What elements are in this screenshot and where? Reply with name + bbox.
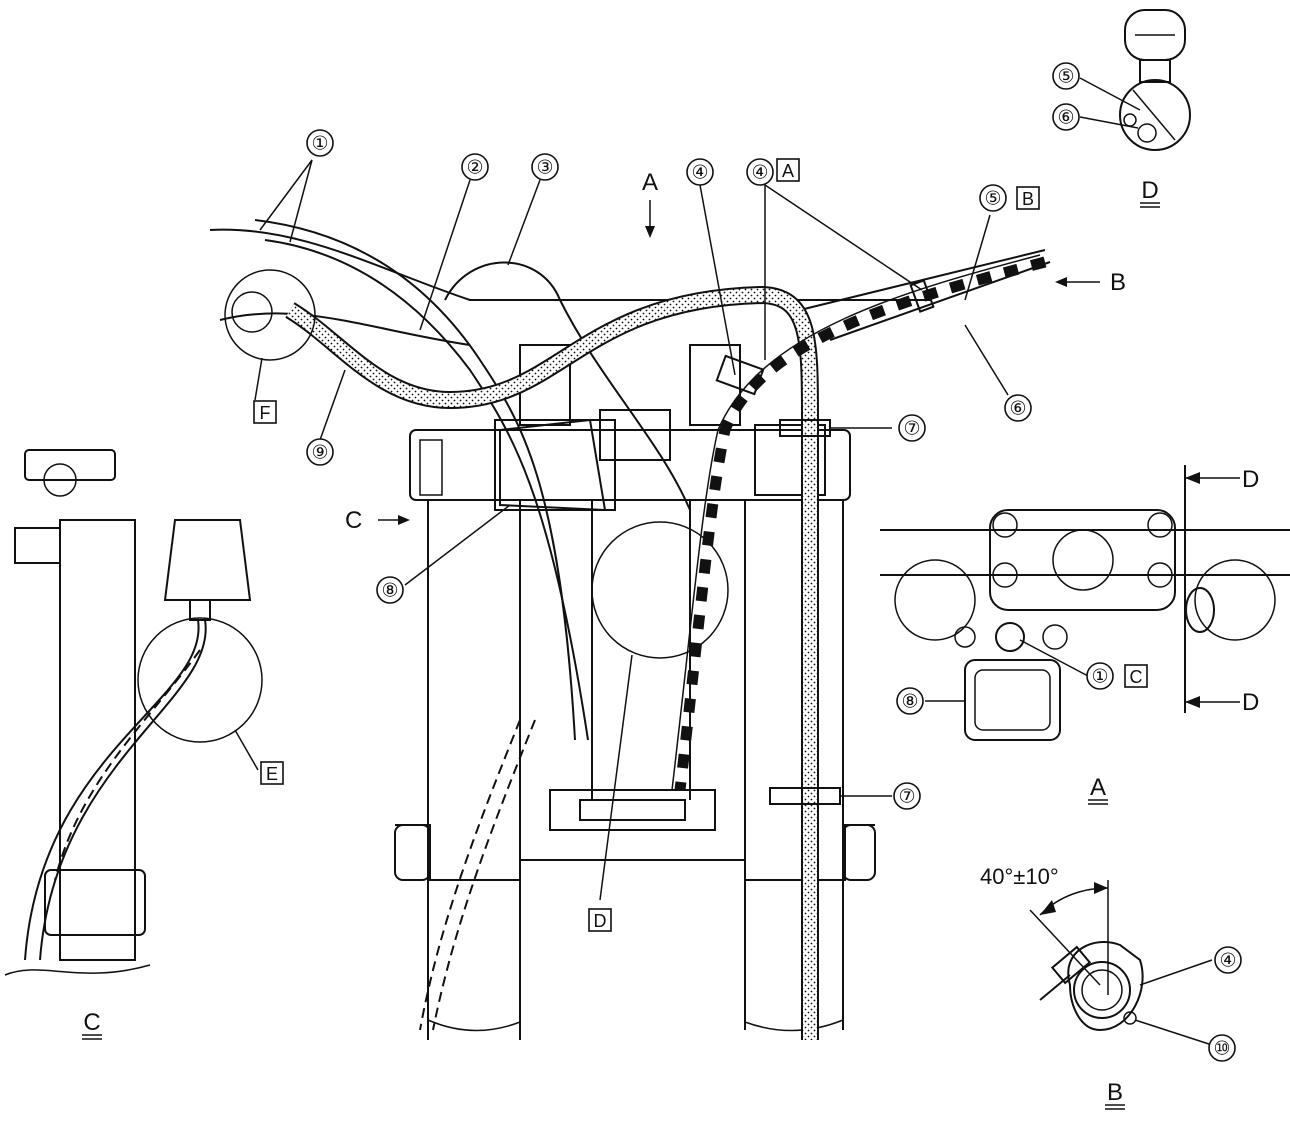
boxed-label-a: A: [776, 158, 800, 182]
view-title-b-text: B: [1107, 1079, 1123, 1106]
callout-c4b-text: ④: [751, 163, 768, 184]
boxed-label-d: D: [588, 908, 612, 932]
view-d-drawing: [1079, 9, 1191, 151]
cables: [254, 219, 1047, 1040]
upper-bracket: [409, 344, 851, 511]
part-8-block: [499, 418, 607, 512]
view-title-c-text: C: [83, 1009, 100, 1036]
callout-cD6: ⑥: [1052, 103, 1080, 131]
callout-c1-text: ①: [311, 134, 328, 155]
boxed-label-f: F: [253, 400, 277, 424]
callout-cB4-text: ④: [1219, 951, 1236, 972]
lower-bracket: [394, 789, 876, 881]
fork-tubes: [427, 500, 844, 1040]
callout-c6-text: ⑥: [1009, 399, 1026, 420]
main-view: [209, 219, 1051, 1040]
arrow-label-d-top: D: [1242, 466, 1259, 493]
boxed-label-layer: A B C D E F: [253, 158, 1148, 932]
view-c-drawing: [4, 449, 263, 976]
arrow-label-d-bottom: D: [1242, 689, 1259, 716]
angle-spec-label: 40°±10°: [980, 864, 1059, 889]
callout-cB10: ⑩: [1208, 1034, 1236, 1062]
callout-cD5: ⑤: [1052, 62, 1080, 90]
callout-c1: ①: [306, 129, 334, 157]
boxed-label-b-text: B: [1022, 189, 1034, 209]
holder-4: [715, 354, 765, 396]
callout-c5-text: ⑤: [984, 189, 1001, 210]
callout-cB10-text: ⑩: [1213, 1039, 1230, 1060]
grip-end-fitting: [231, 291, 273, 333]
callout-cB4: ④: [1214, 946, 1242, 974]
detail-circle-d: [591, 521, 729, 659]
callout-c4b: ④: [746, 158, 774, 186]
callout-c2: ②: [461, 153, 489, 181]
boxed-label-c: C: [1124, 664, 1148, 688]
boxed-label-d-text: D: [594, 911, 607, 931]
callout-cA1-text: ①: [1091, 667, 1108, 688]
steering-stem: [591, 500, 691, 800]
callout-c7b-text: ⑦: [898, 787, 915, 808]
callout-c2-text: ②: [466, 158, 483, 179]
view-title-a-text: A: [1090, 774, 1106, 801]
view-b-drawing: [1029, 880, 1213, 1046]
callout-c3-text: ③: [536, 158, 553, 179]
boxed-label-e: E: [260, 761, 284, 785]
callout-cA1: ①: [1086, 662, 1114, 690]
boxed-label-a-text: A: [782, 161, 794, 181]
boxed-label-c-text: C: [1130, 667, 1143, 687]
callout-c7a: ⑦: [898, 414, 926, 442]
boxed-label-b: B: [1016, 186, 1040, 210]
callout-c6: ⑥: [1004, 394, 1032, 422]
callout-cD5-text: ⑤: [1057, 67, 1074, 88]
view-title-d: D: [1140, 177, 1160, 208]
callout-cA8-text: ⑧: [901, 692, 918, 713]
boxed-label-f-text: F: [260, 403, 271, 423]
callout-c9-text: ⑨: [311, 443, 328, 464]
arrow-label-c: C: [345, 507, 362, 534]
view-a-drawing: [880, 465, 1290, 741]
callout-c7b: ⑦: [893, 782, 921, 810]
callout-c4a-text: ④: [691, 163, 708, 184]
view-arrows: [378, 200, 1100, 525]
leader-lines: [254, 159, 1009, 901]
callout-c3: ③: [531, 153, 559, 181]
callout-c7a-text: ⑦: [903, 419, 920, 440]
callout-c4a: ④: [686, 158, 714, 186]
callout-c8: ⑧: [376, 576, 404, 604]
callout-cD6-text: ⑥: [1057, 108, 1074, 129]
detail-circle-f: [224, 269, 316, 361]
arrow-label-a: A: [642, 169, 658, 196]
callout-c8-text: ⑧: [381, 581, 398, 602]
callout-c9: ⑨: [306, 438, 334, 466]
holder-4-clip: [909, 279, 935, 313]
view-title-b: B: [1105, 1079, 1125, 1110]
view-title-c: C: [82, 1009, 102, 1040]
callout-cA8: ⑧: [896, 687, 924, 715]
arrow-label-b: B: [1110, 269, 1126, 296]
view-title-a: A: [1088, 774, 1108, 805]
boxed-label-e-text: E: [266, 764, 278, 784]
view-title-d-text: D: [1141, 177, 1158, 204]
callout-c5: ⑤: [979, 184, 1007, 212]
callout-layer: ① ② ③ ④ ④ ⑤ ⑥ ⑦ ⑦ ⑧ ⑨ ① ⑧ ④ ⑩ ⑤ ⑥: [306, 62, 1242, 1062]
